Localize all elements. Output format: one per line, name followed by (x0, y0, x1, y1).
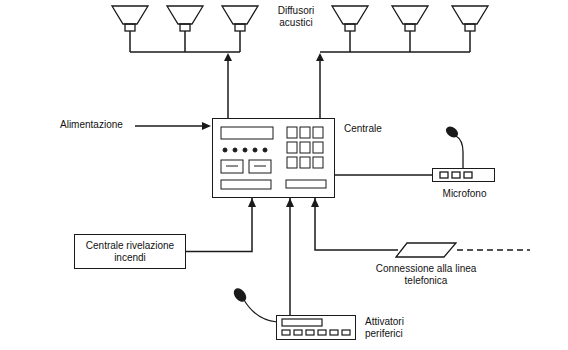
led (263, 148, 267, 152)
arrowhead (316, 53, 324, 61)
interface-outline (395, 242, 457, 258)
led (223, 148, 227, 152)
key (313, 142, 323, 153)
speaker-wire (130, 31, 240, 52)
power-arrow (135, 125, 203, 127)
speakers (112, 6, 488, 31)
button (342, 330, 350, 335)
led (243, 148, 247, 152)
microphone-head (232, 287, 248, 304)
microphone-icon (440, 125, 472, 178)
speaker-icon (332, 6, 368, 24)
arrowhead (224, 53, 232, 61)
node-label: Connessione alla linea telefonica (373, 263, 479, 286)
panel-strip (286, 180, 326, 188)
led (253, 148, 257, 152)
speaker-icon (235, 24, 245, 31)
microphone-stand (244, 300, 277, 322)
button (440, 172, 448, 178)
arrowhead (202, 122, 211, 130)
speaker-wire (320, 31, 470, 52)
button (452, 172, 460, 178)
display (282, 319, 322, 326)
speaker-icon (222, 6, 258, 24)
node-label: Attivatori periferici (365, 316, 437, 339)
speaker-icon (167, 6, 203, 24)
panel-strip (221, 180, 271, 189)
connector (335, 174, 432, 176)
speaker-icon (392, 6, 428, 24)
keypad (287, 127, 323, 168)
button (318, 330, 326, 335)
speaker-icon (452, 6, 488, 24)
microphone-stand (456, 136, 463, 168)
speaker-icon (125, 24, 135, 31)
button (294, 330, 302, 335)
fire-detection-box: Centrale rivelazione incendi (74, 234, 186, 269)
button (464, 172, 472, 178)
speaker-wiring (130, 31, 470, 118)
key (300, 142, 310, 153)
speakers-label: Diffusori acustici (260, 5, 332, 28)
button (282, 330, 290, 335)
speaker-icon (345, 24, 355, 31)
slot-line (226, 166, 266, 167)
speaker-icon (405, 24, 415, 31)
display (221, 127, 273, 139)
speaker-feed (227, 60, 229, 118)
key (313, 157, 323, 168)
microphone-head (445, 125, 459, 138)
central-panel (221, 127, 273, 189)
connector (315, 198, 398, 250)
node-label: Centrale (344, 123, 414, 135)
key (287, 142, 297, 153)
speaker-icon (180, 24, 190, 31)
node-text: Centrale rivelazione incendi (81, 240, 179, 263)
button (330, 330, 338, 335)
led (233, 148, 237, 152)
power-label: Alimentazione (60, 119, 132, 131)
activator-icon (232, 287, 350, 335)
key (313, 127, 323, 138)
key (287, 157, 297, 168)
microphone-unit: Microfono (432, 168, 495, 182)
speaker-icon (112, 6, 148, 24)
interface-outline (396, 243, 456, 257)
key (300, 157, 310, 168)
speaker-feed (319, 60, 321, 118)
phone-line (457, 249, 530, 250)
node-label: Microfono (433, 188, 496, 200)
peripheral-activator: Attivatori periferici (276, 315, 356, 340)
central-unit: Centrale (212, 118, 335, 198)
speaker-icon (465, 24, 475, 31)
connector (289, 198, 291, 315)
connector (186, 198, 252, 252)
key (300, 127, 310, 138)
phone-line-interface: Connessione alla linea telefonica (395, 242, 457, 258)
key (287, 127, 297, 138)
button (306, 330, 314, 335)
